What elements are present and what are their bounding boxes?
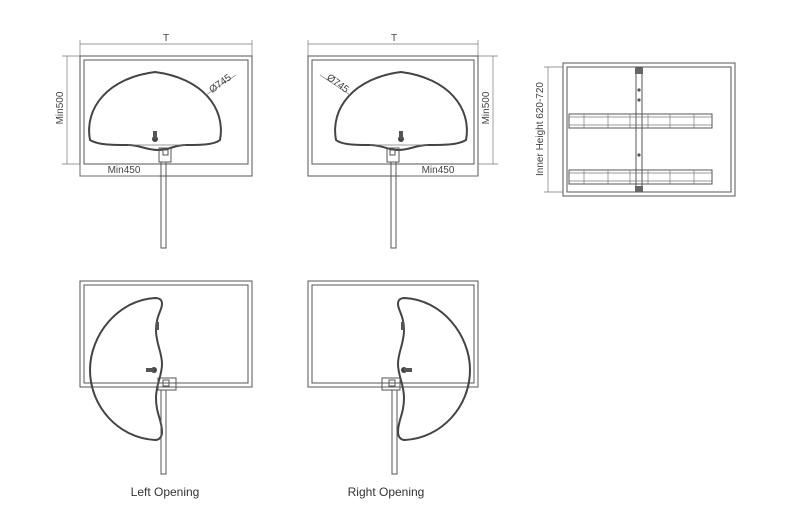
depth-label: Min450 (422, 165, 455, 176)
height-label: Min500 (481, 91, 492, 124)
diameter-label: Ø745 (207, 72, 234, 96)
left-opening-caption: Left Opening (131, 485, 200, 499)
half-moon-shelf (88, 296, 164, 442)
top-left-diagram: T Min500 Min450 Ø745 (55, 33, 253, 249)
half-moon-shelf (396, 296, 472, 442)
depth-label: Min450 (108, 165, 141, 176)
right-opening-diagram: Right Opening (307, 280, 479, 499)
inner-height-label: Inner Height 620-720 (535, 82, 546, 176)
right-opening-caption: Right Opening (348, 485, 425, 499)
side-view-diagram: Inner Height 620-720 (535, 62, 736, 197)
width-label: T (163, 33, 169, 44)
diameter-label: Ø745 (324, 72, 351, 96)
left-opening-diagram: Left Opening (79, 280, 253, 499)
height-label: Min500 (55, 91, 66, 124)
top-right-diagram: T Min500 Min450 Ø745 (307, 33, 498, 249)
width-label: T (391, 33, 397, 44)
